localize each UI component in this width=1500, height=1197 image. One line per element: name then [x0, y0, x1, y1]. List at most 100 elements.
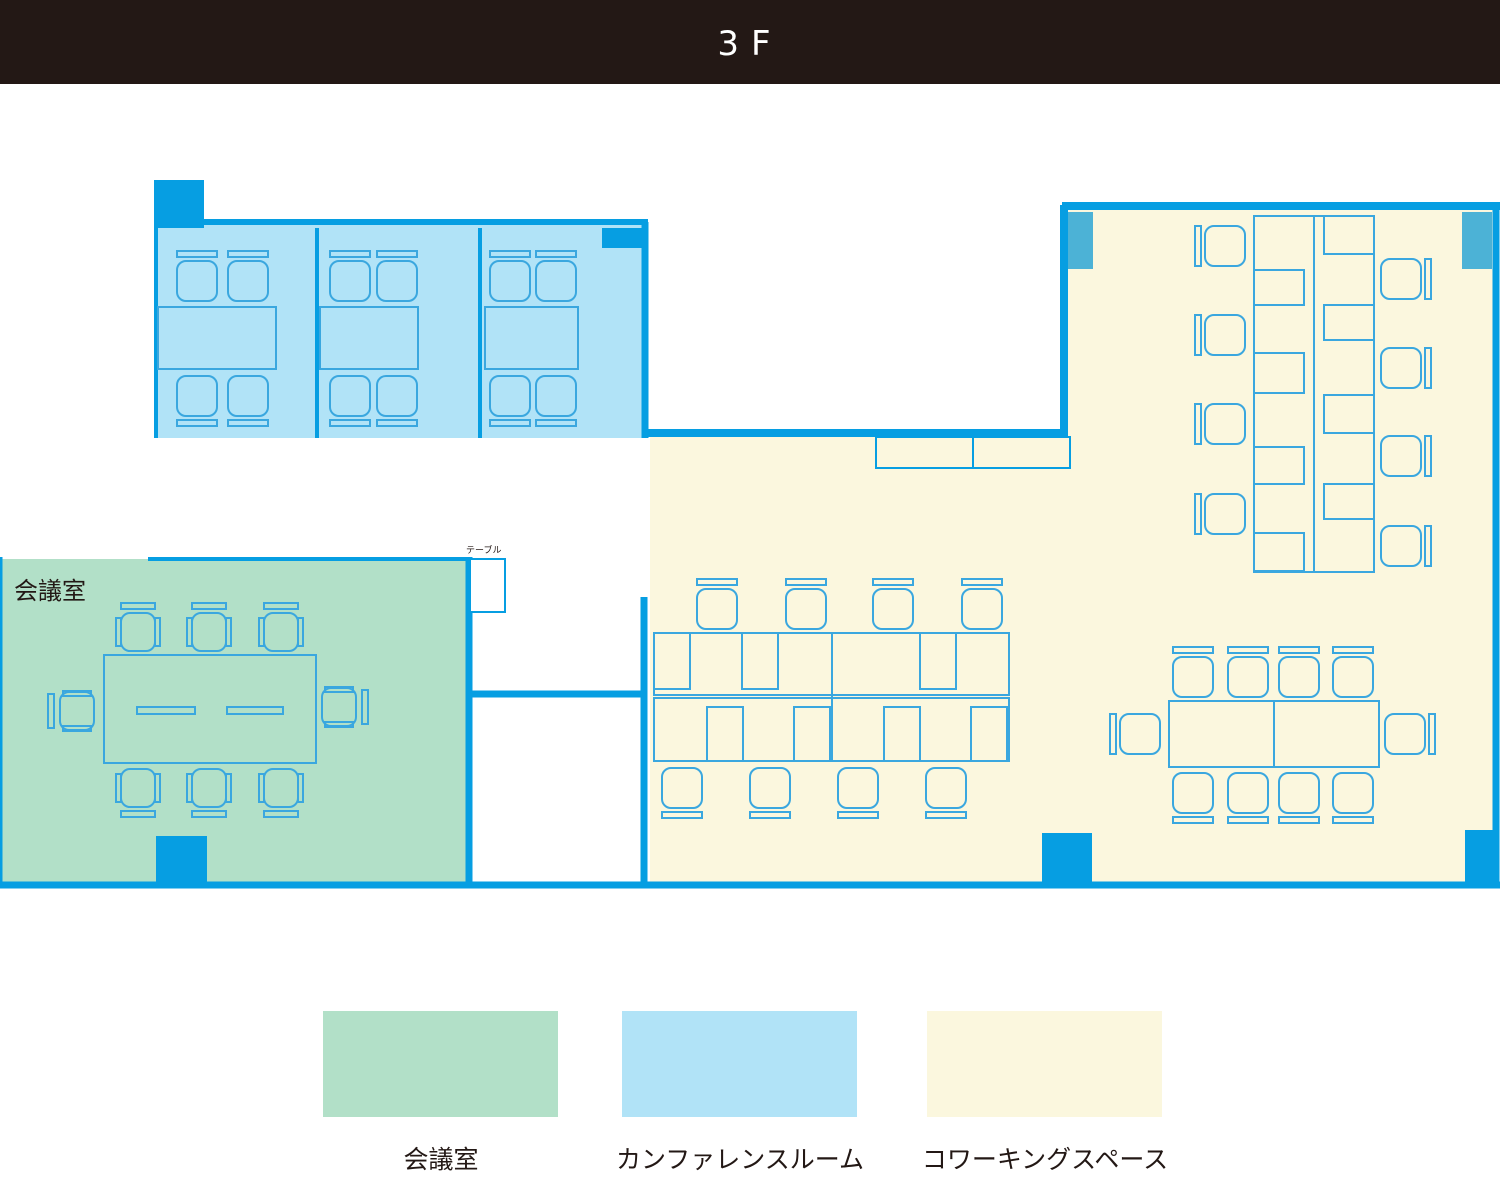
chair	[1380, 258, 1422, 300]
chair	[1172, 656, 1214, 698]
chair	[176, 260, 218, 302]
desk	[919, 632, 957, 690]
armchair	[154, 617, 161, 647]
desk	[1253, 532, 1305, 572]
armchair	[62, 690, 92, 697]
pillar	[1068, 212, 1093, 269]
meeting-table	[103, 654, 317, 764]
chair	[1204, 314, 1246, 356]
armchair	[120, 602, 156, 610]
chair	[1227, 646, 1269, 654]
side-table	[469, 558, 506, 613]
chair	[1278, 772, 1320, 814]
chair	[489, 260, 531, 302]
pillar	[1462, 212, 1492, 269]
conference-table	[157, 306, 277, 370]
meeting-room-label: 会議室	[14, 577, 86, 605]
chair	[1278, 656, 1320, 698]
desk	[970, 706, 1008, 762]
chair	[1332, 772, 1374, 814]
chair	[1172, 816, 1214, 824]
armchair	[297, 617, 304, 647]
meeting-table-strip	[226, 706, 284, 715]
desk	[1323, 215, 1375, 255]
desk	[741, 632, 779, 690]
desk	[793, 706, 831, 762]
legend-label-coworking: コワーキングスペース	[921, 1145, 1169, 1174]
armchair	[115, 617, 122, 647]
conference-room-zone	[156, 222, 644, 438]
chair	[1204, 225, 1246, 267]
floor-header	[0, 0, 1500, 84]
desk	[883, 706, 921, 762]
chair	[329, 419, 371, 427]
legend-swatch-meeting	[323, 1011, 558, 1117]
pillar	[154, 180, 204, 228]
chair	[1278, 646, 1320, 654]
chair	[176, 250, 218, 258]
meeting-table-strip	[136, 706, 196, 715]
chair	[1278, 816, 1320, 824]
table-label: テーブル	[466, 546, 502, 556]
armchair	[263, 810, 299, 818]
chair	[1380, 347, 1422, 389]
counter	[972, 436, 1071, 469]
pillar	[1465, 830, 1497, 885]
armchair	[191, 810, 227, 818]
meeting-room-zone	[2, 559, 468, 885]
desk	[1323, 394, 1375, 434]
pillar	[1042, 833, 1092, 885]
chair	[176, 375, 218, 417]
chair	[1172, 772, 1214, 814]
chair	[1380, 435, 1422, 477]
desk	[1253, 352, 1305, 394]
legend-label-conference: カンファレンスルーム	[615, 1145, 864, 1174]
armchair	[258, 617, 265, 647]
pillars	[154, 180, 1497, 885]
coworking-zone	[650, 210, 1495, 885]
desk	[1253, 269, 1305, 306]
armchair	[191, 602, 227, 610]
chair	[661, 767, 703, 809]
walls	[0, 202, 1500, 889]
desk	[1273, 700, 1380, 768]
pillar	[602, 228, 642, 248]
legend-swatch-coworking	[927, 1011, 1162, 1117]
chair	[696, 588, 738, 630]
chair	[1194, 314, 1202, 356]
chair	[1227, 656, 1269, 698]
chair	[1428, 713, 1436, 755]
armchair	[115, 773, 122, 803]
desk	[706, 706, 744, 762]
chair	[227, 419, 269, 427]
chair	[489, 375, 531, 417]
pillar	[156, 836, 207, 885]
chair	[925, 811, 967, 819]
chair	[837, 767, 879, 809]
chair	[227, 375, 269, 417]
chair	[1332, 816, 1374, 824]
chair	[872, 578, 914, 586]
armchair	[361, 689, 369, 725]
armchair	[324, 721, 354, 728]
armchair	[225, 617, 232, 647]
chair	[1384, 713, 1426, 755]
chair	[1119, 713, 1161, 755]
chair	[1227, 772, 1269, 814]
desk	[653, 632, 691, 690]
conference-table	[484, 306, 579, 370]
chair	[535, 375, 577, 417]
chair	[1109, 713, 1117, 755]
chair	[1227, 816, 1269, 824]
chair	[176, 419, 218, 427]
chair	[837, 811, 879, 819]
chair	[1194, 493, 1202, 535]
chair	[1424, 258, 1432, 300]
conference-table	[319, 306, 419, 370]
chair	[661, 811, 703, 819]
chair	[1194, 225, 1202, 267]
desk	[1323, 483, 1375, 520]
armchair	[62, 725, 92, 732]
armchair	[186, 617, 193, 647]
